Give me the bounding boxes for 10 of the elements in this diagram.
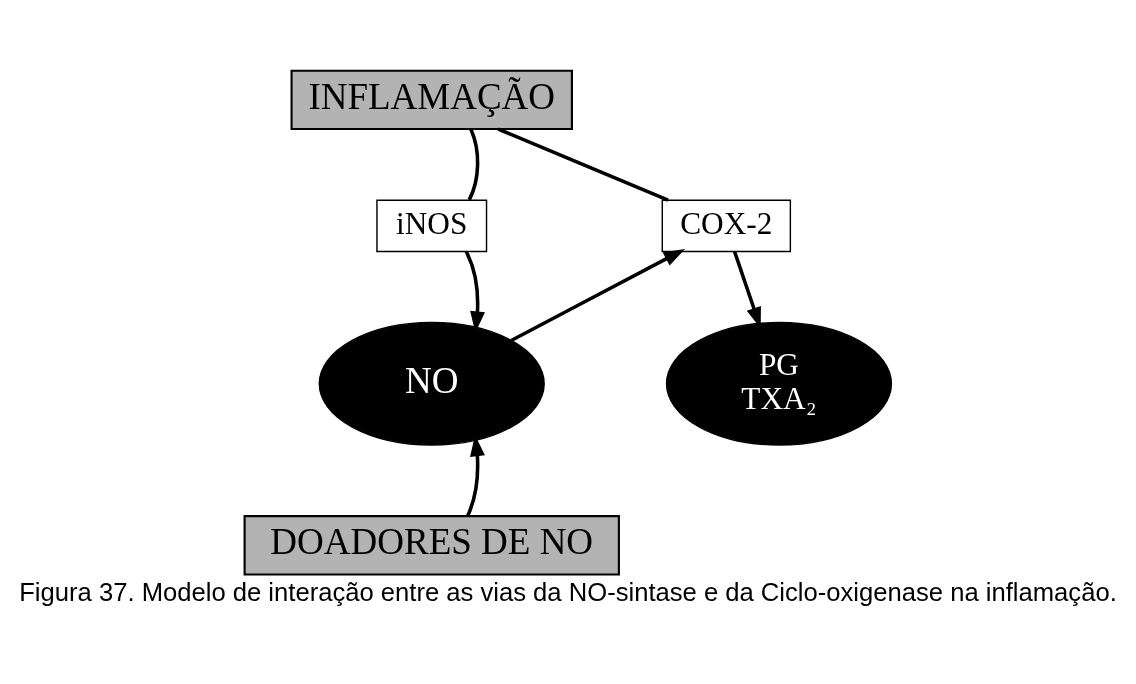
node-box: iNOS: [376, 199, 488, 252]
caption: Figura 37. Modelo de interação entre as vias da NO-sintase e da Ciclo-oxigenase na inflamação.: [19, 577, 1117, 606]
node-ellipse: NO: [318, 321, 545, 446]
connector: [467, 128, 480, 201]
node-box: DOADORES DE NO: [243, 514, 620, 576]
node-ellipse: PG TXA₂: [665, 321, 893, 446]
node-box: INFLAMAÇÃO: [290, 69, 573, 130]
arrow: [510, 248, 686, 342]
node-box: COX-2: [661, 199, 792, 252]
connector: [497, 126, 669, 202]
